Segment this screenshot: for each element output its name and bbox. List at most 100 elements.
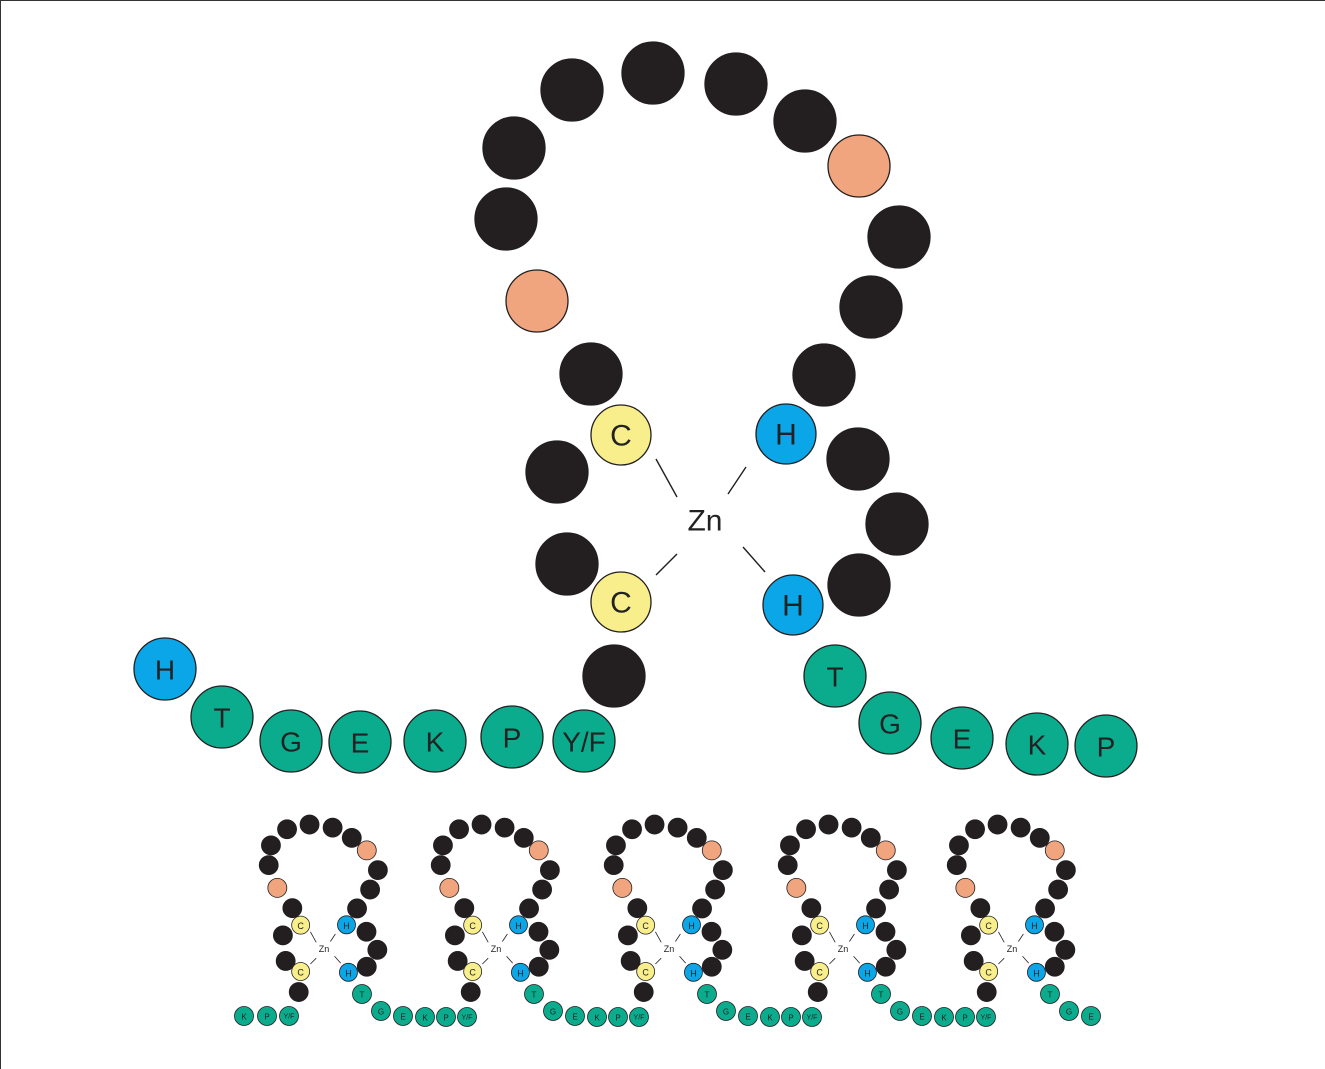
residue-generic-10-shape: [704, 52, 768, 116]
residue-generic-6: [474, 187, 538, 251]
motif1-residue-6-shape: [258, 855, 279, 876]
motif1-residue-1: [288, 982, 309, 1002]
motif2-residue-9-shape: [471, 814, 492, 835]
motif1-histidine-top: H: [337, 915, 356, 935]
motif5-residue-16: [1044, 921, 1065, 942]
linker4-residue-5: P: [955, 1007, 975, 1027]
motif4-bond-1: [829, 931, 836, 943]
motif5-residue-9-shape: [987, 814, 1008, 835]
right-linker-residue-5-label: P: [1097, 732, 1116, 763]
motif5-histidine-top-label: H: [1031, 921, 1038, 931]
residue-generic-9-shape: [621, 41, 685, 105]
left-linker-residue-2-label: T: [213, 703, 230, 734]
motif5-residue-1: [976, 982, 997, 1002]
tail-residue-2-label: G: [1066, 1008, 1072, 1017]
linker1-residue-6-shape: [457, 1007, 477, 1027]
left-linker-residue-5-label: K: [426, 727, 445, 758]
motif2-residue-4: [454, 898, 475, 919]
linker1-residue-5-label: P: [443, 1014, 448, 1023]
motif1-bond-1: [310, 931, 317, 943]
motif4-residue-1: [807, 982, 828, 1002]
motif3-residue-16-shape: [701, 921, 722, 942]
residue-generic-11-shape: [773, 89, 837, 153]
motif4-histidine-bottom-shape: [858, 962, 877, 982]
lead-in-residue-3-shape: [279, 1006, 299, 1026]
motif1-residue-12-shape: [356, 840, 377, 861]
linker1-residue-4-label: K: [422, 1014, 428, 1023]
motif1-residue-10-shape: [322, 817, 343, 838]
motif3-residue-14-shape: [705, 879, 726, 900]
left-linker-residue-3-shape: [259, 709, 323, 773]
motif5-residue-3: [960, 925, 981, 946]
cysteine-bottom: C: [590, 571, 652, 633]
motif1-residue-17: [367, 939, 388, 960]
motif3-zinc-label: Zn: [664, 944, 675, 954]
left-linker-residue-6-shape: [480, 705, 544, 769]
motif4-residue-11: [860, 827, 881, 848]
motif5-residue-14-shape: [1048, 879, 1069, 900]
motif3-bond-2: [655, 957, 662, 965]
linker4-residue-5-label: P: [962, 1014, 967, 1023]
linker3-residue-5-label: P: [788, 1014, 793, 1023]
linker3-residue-4: K: [760, 1007, 780, 1027]
motif5-residue-4: [970, 898, 991, 919]
residue-generic-4-shape: [559, 342, 623, 406]
motif2-residue-13-shape: [539, 860, 560, 881]
lead-in-residue-1: K: [234, 1006, 254, 1026]
motif3-bond-4: [679, 955, 686, 964]
motif1-residue-14: [360, 879, 381, 900]
motif2-residue-10: [494, 817, 515, 838]
motif2-bond-1: [482, 931, 489, 943]
residue-conserved-12: [827, 134, 891, 198]
motif3-residue-9: [644, 814, 665, 835]
right-linker-residue-5: P: [1074, 714, 1138, 778]
motif4-residue-13-shape: [886, 860, 907, 881]
motif1-residue-18-shape: [356, 956, 377, 977]
motif4-residue-12: [875, 840, 896, 861]
motif3-cysteine-top-shape: [636, 915, 656, 935]
left-linker-residue-6: P: [480, 705, 544, 769]
motif5-residue-17: [1055, 939, 1076, 960]
motif3-cysteine-bottom-label: C: [642, 968, 649, 978]
residue-generic-2-shape: [535, 532, 599, 596]
residue-conserved-5: [505, 269, 569, 333]
right-linker-residue-2-shape: [858, 691, 922, 755]
motif3-residue-7-shape: [606, 835, 626, 856]
motif4-bond-3: [849, 933, 855, 942]
right-linker-residue-2-label: G: [879, 709, 901, 740]
motif1-residue-16-shape: [356, 921, 377, 942]
motif1-residue-11-shape: [341, 827, 362, 848]
motif1-residue-2-shape: [275, 951, 296, 971]
motif1-cysteine-top-label: C: [297, 921, 304, 931]
motif2-zinc-label: Zn: [491, 944, 502, 954]
linker2-residue-1-label: T: [532, 991, 537, 1000]
cysteine-top-label: C: [610, 420, 632, 453]
motif2-residue-3: [444, 925, 465, 946]
left-linker-residue-7-label: Y/F: [562, 727, 606, 758]
motif2-bond-2: [482, 957, 489, 965]
linker2-residue-4: K: [587, 1007, 607, 1027]
linker1-residue-2: G: [371, 1001, 391, 1021]
right-linker-residue-3: E: [930, 706, 994, 770]
motif2-residue-8-shape: [449, 819, 469, 840]
motif1-histidine-bottom-shape: [339, 962, 358, 982]
motif5-residue-7-shape: [949, 835, 969, 856]
bond-cys-bottom: [655, 553, 678, 576]
residue-generic-6-shape: [474, 187, 538, 251]
residue-generic-18: [827, 553, 891, 617]
motif1-histidine-bottom: H: [339, 962, 358, 982]
histidine-top: H: [755, 403, 817, 465]
residue-generic-7: [482, 116, 546, 180]
linker4-residue-4-shape: [934, 1007, 954, 1027]
left-linker-residue-7-shape: [552, 709, 616, 773]
linker3-residue-3: E: [738, 1006, 758, 1026]
linker4-residue-2-shape: [890, 1001, 910, 1021]
motif4-residue-7: [780, 835, 800, 856]
linker1-residue-2-label: G: [378, 1008, 384, 1017]
residue-generic-7-shape: [482, 116, 546, 180]
motif4-residue-3-shape: [791, 925, 812, 946]
motif2-residue-15: [519, 898, 539, 919]
residue-generic-3: [525, 440, 589, 504]
left-linker-residue-3: G: [259, 709, 323, 773]
